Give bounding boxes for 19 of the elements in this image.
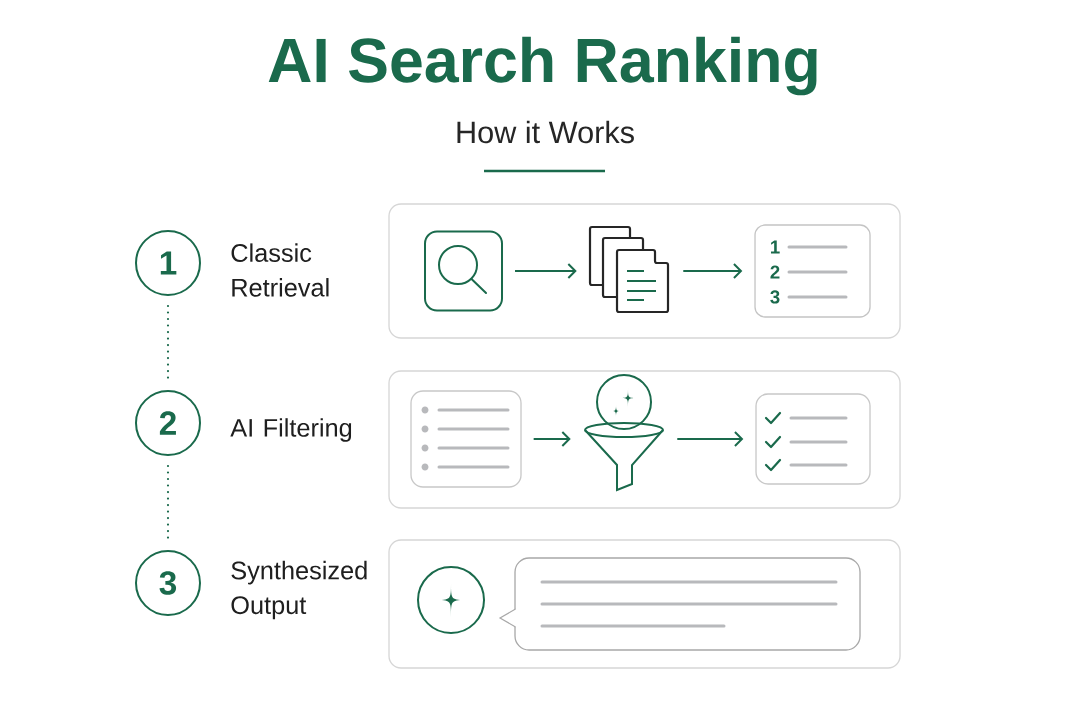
arrow bbox=[514, 263, 577, 279]
step-label: Synthesized Output bbox=[231, 560, 367, 620]
ranked-list-card: 1 2 3 bbox=[754, 224, 871, 318]
step-label: Classic Retrieval bbox=[231, 243, 329, 297]
checklist-card bbox=[755, 393, 871, 485]
arrow bbox=[682, 263, 743, 279]
dotted-connector bbox=[166, 464, 170, 542]
dotted-connector bbox=[166, 304, 170, 382]
speech-bubble bbox=[498, 557, 861, 651]
subtitle: How it Works bbox=[457, 120, 634, 144]
title: AI Search Ranking bbox=[268, 36, 817, 96]
step-label: AI Filtering bbox=[230, 418, 352, 442]
sparkle-icon bbox=[417, 566, 485, 634]
arrow bbox=[532, 431, 571, 447]
arrow bbox=[676, 431, 744, 447]
documents-drawing bbox=[588, 225, 670, 314]
bullet-list-card bbox=[410, 390, 522, 488]
search-icon bbox=[424, 230, 503, 312]
funnel-drawing bbox=[584, 374, 664, 492]
